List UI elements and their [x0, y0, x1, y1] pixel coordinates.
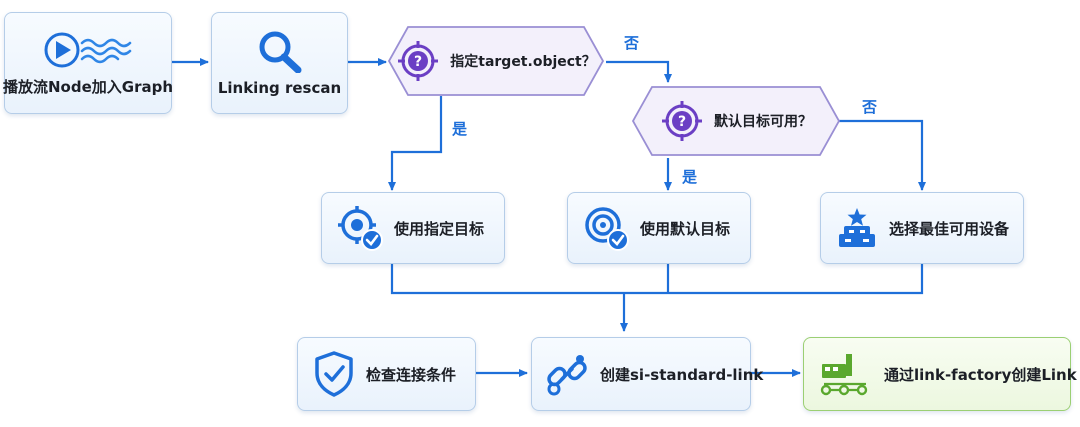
- target-default-icon: [582, 204, 630, 252]
- decision-target-specified: ? 指定target.object？: [386, 24, 606, 98]
- node-use-default: 使用默认目标: [567, 192, 751, 264]
- node-select-best: 选择最佳可用设备: [820, 192, 1024, 264]
- node-check-conditions: 检查连接条件: [297, 337, 476, 411]
- decision-target-label: 指定target.object？: [450, 54, 596, 70]
- edge-label-target-no: 否: [624, 34, 640, 52]
- node-use-specified: 使用指定目标: [321, 192, 505, 264]
- node-create-link: 创建si-standard-link: [531, 337, 763, 411]
- node-stream-add-label: 播放流Node加入Graph: [2, 77, 174, 96]
- svg-text:?: ?: [414, 54, 422, 70]
- best-device-icon: [835, 206, 879, 250]
- node-use-default-label: 使用默认目标: [640, 219, 731, 238]
- edge-default-no: [838, 119, 926, 191]
- edge-target-yes: [388, 96, 443, 191]
- play-stream-icon: [42, 30, 134, 70]
- node-factory-link-label: 通过link-factory创建Link: [884, 365, 1077, 384]
- node-linking-rescan: Linking rescan: [211, 12, 348, 114]
- edge-label-default-yes: 是: [682, 168, 698, 186]
- edge-target-no: [606, 60, 672, 83]
- decision-default-label: 默认目标可用？: [714, 114, 812, 130]
- node-stream-add: 播放流Node加入Graph: [2, 12, 174, 114]
- node-use-specified-label: 使用指定目标: [394, 219, 485, 238]
- question-default-icon: ?: [660, 99, 704, 143]
- target-check-icon: [336, 204, 384, 252]
- edge-label-default-no: 否: [862, 98, 878, 116]
- edge-merge: [390, 264, 924, 295]
- edge-label-target-yes: 是: [452, 120, 468, 138]
- node-create-link-label: 创建si-standard-link: [600, 365, 764, 384]
- shield-check-icon: [314, 351, 354, 397]
- node-check-conditions-label: 检查连接条件: [366, 365, 457, 384]
- node-select-best-label: 选择最佳可用设备: [889, 219, 1010, 238]
- link-factory-icon: [818, 350, 872, 398]
- search-icon: [256, 29, 304, 73]
- node-factory-link: 通过link-factory创建Link: [803, 337, 1077, 411]
- svg-text:?: ?: [678, 114, 686, 130]
- decision-default-available: ? 默认目标可用？: [630, 84, 842, 158]
- question-target-icon: ?: [396, 39, 440, 83]
- node-linking-rescan-label: Linking rescan: [217, 79, 342, 97]
- link-chain-icon: [544, 351, 590, 397]
